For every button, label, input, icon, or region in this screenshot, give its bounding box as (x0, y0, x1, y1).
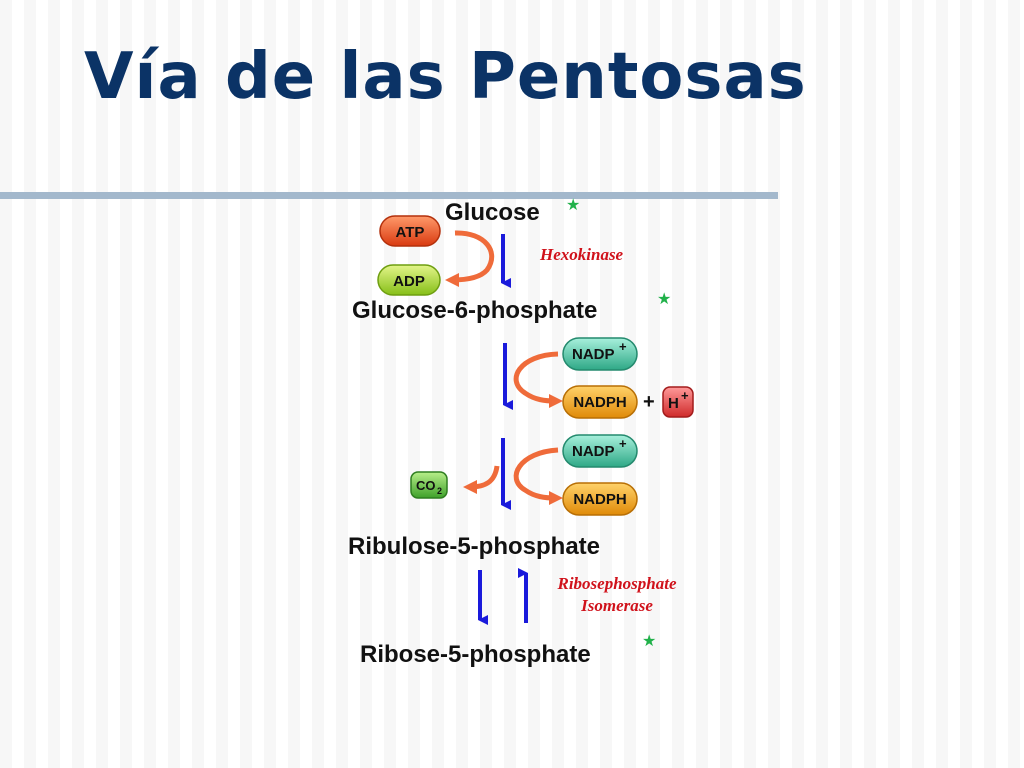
enzyme-isomerase-line2: Isomerase (580, 596, 653, 615)
nadp-molecule-icon: NADP + (562, 337, 638, 371)
nadph-label: NADPH (573, 491, 626, 508)
co2-molecule-icon: CO 2 (410, 471, 448, 499)
metabolite-ribose-5-phosphate: Ribose-5-phosphate (360, 641, 591, 668)
star-icon: ★ (642, 631, 656, 650)
nadph-molecule-icon-2: NADPH (562, 482, 638, 516)
nadp-label: NADP (572, 346, 615, 363)
co2-label: CO (416, 478, 436, 493)
nadp-label: NADP (572, 443, 615, 460)
nadp-to-nadph-arrow-2 (513, 447, 563, 505)
star-icon: ★ (657, 289, 671, 308)
title-rule (0, 192, 778, 199)
proton-icon: H + (662, 386, 694, 418)
slide-title: Vía de las Pentosas (84, 40, 807, 114)
atp-molecule-icon: ATP (379, 215, 441, 247)
star-icon: ★ (566, 195, 580, 214)
plus-sign: + (643, 391, 655, 413)
nadph-molecule-icon: NADPH (562, 385, 638, 419)
nadp-to-nadph-arrow (513, 351, 563, 408)
metabolite-glucose: Glucose (445, 199, 540, 226)
atp-to-adp-arrow (445, 230, 495, 287)
metabolite-glucose-6-phosphate: Glucose-6-phosphate (352, 297, 597, 324)
co2-release-arrow (463, 465, 500, 494)
enzyme-hexokinase: Hexokinase (539, 245, 624, 264)
adp-label: ADP (393, 273, 425, 290)
co2-subscript: 2 (437, 486, 442, 496)
nadph-label: NADPH (573, 394, 626, 411)
proton-label: H (668, 395, 679, 412)
atp-label: ATP (396, 224, 425, 241)
metabolite-ribulose-5-phosphate: Ribulose-5-phosphate (348, 533, 600, 560)
nadp-charge: + (619, 436, 627, 451)
nadp-molecule-icon-2: NADP + (562, 434, 638, 468)
proton-charge: + (681, 388, 689, 403)
nadp-charge: + (619, 339, 627, 354)
enzyme-ribosephosphate-line1: Ribosephosphate (556, 574, 676, 593)
adp-molecule-icon: ADP (377, 264, 441, 296)
